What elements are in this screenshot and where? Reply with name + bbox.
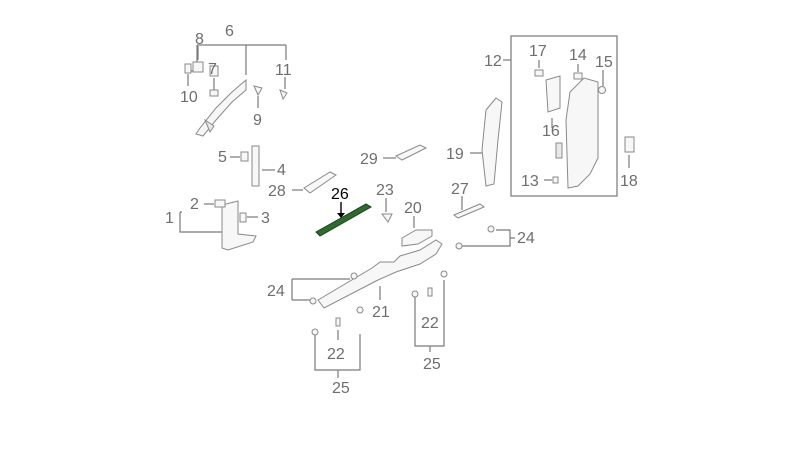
fasteners-left	[311, 306, 364, 378]
clip-9-part	[253, 85, 263, 97]
callout-22-right[interactable]: 22	[421, 315, 439, 332]
rocker-21-part	[317, 239, 443, 309]
callout-18[interactable]: 18	[620, 173, 638, 190]
clip-7-part	[209, 65, 219, 77]
clip-23-part	[381, 213, 393, 223]
callout-28[interactable]: 28	[268, 183, 286, 200]
callout-20[interactable]: 20	[404, 200, 422, 217]
callout-11[interactable]: 11	[275, 62, 292, 79]
screws-24-right	[455, 225, 515, 250]
a-pillar-group	[184, 44, 288, 137]
fasteners-right	[411, 270, 448, 352]
sill-trim-26-part[interactable]	[315, 203, 372, 237]
rocker-panel-group	[291, 239, 443, 309]
callout-9[interactable]: 9	[253, 112, 262, 129]
scuff-29-part	[394, 144, 428, 161]
callout-6[interactable]: 6	[225, 23, 234, 40]
clip-10-part	[184, 63, 192, 74]
callout-12[interactable]: 12	[484, 53, 502, 70]
pillar-trim-12-part	[565, 77, 599, 189]
a-pillar-trim-part	[195, 78, 247, 137]
callout-19[interactable]: 19	[446, 146, 464, 163]
callout-22-left[interactable]: 22	[327, 346, 345, 363]
b-pillar-lower-group	[230, 145, 275, 187]
callout-29[interactable]: 29	[360, 151, 378, 168]
callout-24-left[interactable]: 24	[267, 283, 285, 300]
callout-5[interactable]: 5	[218, 149, 227, 166]
callout-16[interactable]: 16	[542, 123, 560, 140]
trim-4-part	[251, 145, 260, 187]
trim-16-part	[545, 75, 561, 113]
scuff-27-group	[453, 196, 485, 219]
detail-box-frame	[510, 35, 618, 197]
clip-3-part	[239, 212, 247, 223]
clip-14-part	[573, 72, 583, 80]
callout-2[interactable]: 2	[190, 196, 199, 213]
callout-15[interactable]: 15	[595, 54, 613, 71]
pillar-19-part	[481, 97, 503, 187]
scuff-plates-upper	[292, 144, 428, 194]
kick-panel-1-part	[221, 200, 257, 251]
detail-box-12	[503, 35, 618, 197]
callout-23[interactable]: 23	[376, 182, 394, 199]
callout-10[interactable]: 10	[180, 89, 198, 106]
clip-5-part	[240, 151, 249, 162]
scuff-28-part	[303, 171, 337, 194]
kick-panel-group	[179, 199, 258, 251]
clip-8-part	[192, 61, 204, 73]
clip-18-part	[624, 136, 635, 153]
bracket-group	[381, 198, 433, 247]
callout-24-right[interactable]: 24	[517, 230, 535, 247]
callout-25-right[interactable]: 25	[423, 356, 441, 373]
callout-26[interactable]: 26	[331, 186, 349, 203]
callout-3[interactable]: 3	[261, 210, 270, 227]
scuff-27-part	[453, 203, 485, 219]
callout-7[interactable]: 7	[208, 61, 217, 78]
b-pillar-upper-group	[470, 97, 503, 187]
callout-27[interactable]: 27	[451, 181, 469, 198]
clip-13-part	[552, 176, 559, 184]
callout-8[interactable]: 8	[195, 31, 204, 48]
callout-21[interactable]: 21	[372, 304, 390, 321]
callout-25-left[interactable]: 25	[332, 380, 350, 397]
callout-14[interactable]: 14	[569, 47, 587, 64]
callout-13[interactable]: 13	[521, 173, 539, 190]
clip-17-part	[534, 69, 544, 77]
callout-17[interactable]: 17	[529, 43, 547, 60]
clip-2-part	[214, 199, 226, 208]
bracket-20-part	[401, 229, 433, 247]
clip-18-group	[624, 136, 635, 168]
clip-15-part	[598, 86, 606, 94]
clip-11-part	[279, 89, 288, 101]
callout-4[interactable]: 4	[277, 162, 286, 179]
callout-1[interactable]: 1	[165, 210, 174, 227]
part-26-highlight[interactable]	[315, 202, 372, 237]
callout-labels: 6 8 7 10 11 9 5 4 28 29 2 1 3 26 23 20 2…	[165, 23, 638, 397]
